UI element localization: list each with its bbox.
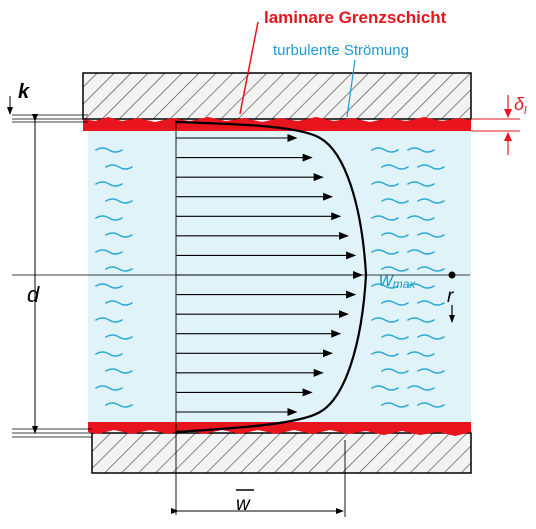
- radius-origin-dot: [448, 271, 456, 279]
- wave-stroke: [381, 164, 409, 170]
- diameter-label: d: [27, 282, 40, 307]
- wave-stroke: [95, 181, 123, 187]
- wave-stroke: [417, 164, 445, 170]
- top-pipe-wall: [82, 72, 472, 120]
- wave-stroke: [105, 300, 133, 306]
- wave-stroke: [371, 385, 399, 391]
- wave-stroke: [381, 232, 409, 238]
- laminar-thickness-label: δl: [514, 94, 527, 117]
- roughness-label: k: [18, 81, 30, 103]
- wave-stroke: [381, 266, 409, 272]
- wave-stroke: [407, 283, 435, 289]
- turbulence-waves: [95, 147, 445, 408]
- wave-stroke: [105, 402, 133, 408]
- wave-stroke: [417, 300, 445, 306]
- wave-stroke: [407, 385, 435, 391]
- wave-stroke: [371, 215, 399, 221]
- flow-region: [88, 130, 471, 422]
- wave-stroke: [371, 283, 399, 289]
- wave-stroke: [381, 300, 409, 306]
- wave-stroke: [105, 368, 133, 374]
- laminar-pointer: [239, 21, 259, 115]
- wave-stroke: [381, 198, 409, 204]
- wave-stroke: [371, 351, 399, 357]
- turbulent-pointer: [346, 59, 356, 118]
- wave-stroke: [407, 181, 435, 187]
- wave-stroke: [105, 334, 133, 340]
- laminar-thickness-arrowhead-bottom: [504, 132, 512, 141]
- wave-stroke: [371, 181, 399, 187]
- wave-stroke: [417, 198, 445, 204]
- wave-stroke: [95, 351, 123, 357]
- wave-stroke: [407, 249, 435, 255]
- wave-stroke: [105, 198, 133, 204]
- wave-stroke: [371, 147, 399, 153]
- wave-stroke: [417, 368, 445, 374]
- bottom-pipe-wall: [91, 432, 472, 474]
- wave-stroke: [407, 351, 435, 357]
- max-velocity-sub: max: [393, 277, 417, 291]
- wave-stroke: [95, 249, 123, 255]
- wave-stroke: [417, 232, 445, 238]
- mean-velocity-label: w: [236, 494, 251, 515]
- wave-stroke: [95, 283, 123, 289]
- wave-stroke: [105, 164, 133, 170]
- wave-stroke: [95, 147, 123, 153]
- wave-stroke: [95, 215, 123, 221]
- laminar-layer-label: laminare Grenzschicht: [264, 8, 447, 27]
- turbulent-flow-label: turbulente Strömung: [273, 42, 409, 59]
- wave-stroke: [105, 232, 133, 238]
- laminar-layer-bottom: [88, 422, 471, 436]
- wave-stroke: [381, 402, 409, 408]
- wave-stroke: [407, 147, 435, 153]
- wave-stroke: [407, 317, 435, 323]
- velocity-arrows: [176, 134, 363, 416]
- wave-stroke: [371, 317, 399, 323]
- wave-stroke: [371, 249, 399, 255]
- laminar-thickness-arrowhead-top: [504, 109, 512, 118]
- velocity-profile-curve: [175, 120, 368, 434]
- wave-stroke: [407, 215, 435, 221]
- max-velocity-label: wmax: [379, 270, 416, 291]
- wave-stroke: [105, 266, 133, 272]
- wave-stroke: [417, 402, 445, 408]
- wave-stroke: [417, 334, 445, 340]
- laminar-thickness-sub: l: [524, 105, 527, 117]
- wave-stroke: [95, 317, 123, 323]
- wave-stroke: [381, 334, 409, 340]
- radius-label: r: [447, 286, 454, 307]
- laminar-layer-top: [83, 117, 471, 131]
- wave-stroke: [95, 385, 123, 391]
- wave-stroke: [417, 266, 445, 272]
- wave-stroke: [381, 368, 409, 374]
